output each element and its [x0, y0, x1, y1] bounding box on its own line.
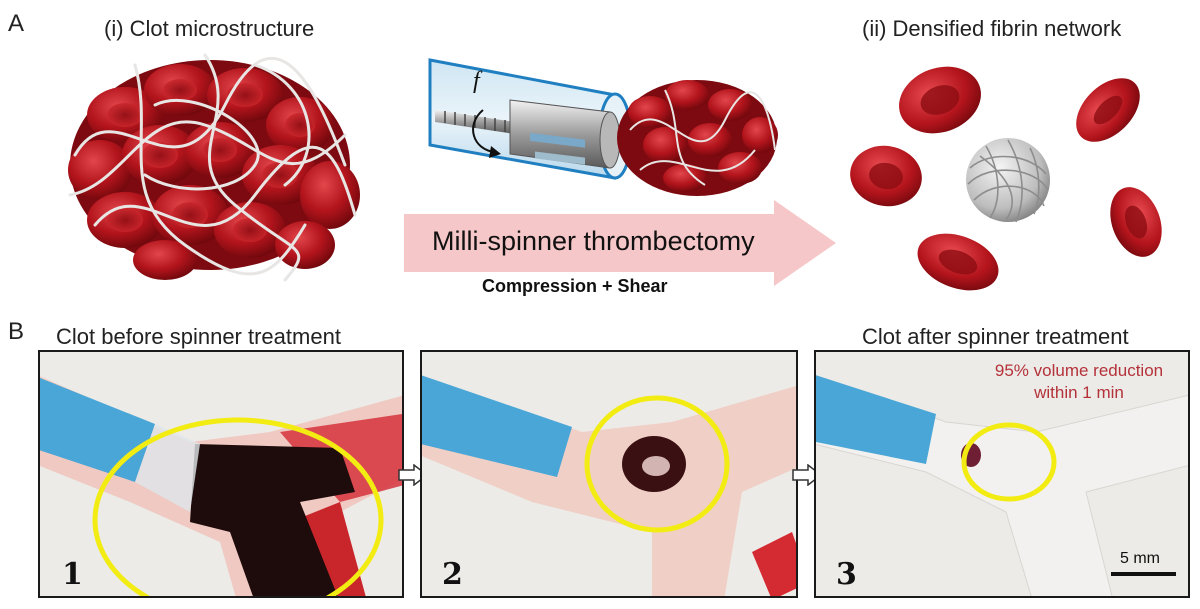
process-arrow-sublabel: Compression + Shear — [482, 276, 668, 296]
spinner-head — [509, 99, 621, 169]
scale-bar-label: 5 mm — [1120, 550, 1160, 567]
clot-fibrin-strands — [68, 53, 357, 282]
process-arrow — [404, 200, 836, 286]
photo-number-3: 3 — [836, 557, 857, 592]
photo-number-1: 1 — [62, 557, 83, 592]
clot-microstructure-title: (i) Clot microstructure — [104, 16, 315, 41]
densified-fibrin-title: (ii) Densified fibrin network — [862, 16, 1122, 41]
photo-before-treatment: 1 — [38, 350, 404, 598]
photo-during-treatment: 2 — [420, 350, 798, 598]
before-treatment-title: Clot before spinner treatment — [56, 324, 341, 349]
small-clot-cluster — [617, 80, 778, 196]
force-label: f — [473, 68, 483, 94]
highlight-circle-2 — [584, 395, 730, 533]
small-clot-fibrin — [629, 89, 776, 186]
panel-a-letter: A — [8, 10, 25, 37]
annotation-line-2: within 1 min — [1034, 383, 1124, 402]
photo-after-treatment: 95% volume reduction within 1 min 5 mm 3 — [814, 350, 1190, 598]
annotation-line-1: 95% volume reduction — [994, 361, 1164, 380]
panel-b-letter: B — [8, 318, 25, 345]
free-rbc-cells — [850, 66, 1162, 291]
highlight-circle-1 — [92, 417, 384, 596]
rotation-arrow — [472, 109, 496, 153]
volume-reduction-annotation: 95% volume reduction within 1 min — [964, 360, 1188, 404]
clot-microstructure-illustration — [68, 53, 360, 282]
densified-fibrin-illustration — [850, 66, 1162, 291]
fibrin-ball — [966, 138, 1050, 223]
photo-number-2: 2 — [442, 557, 463, 592]
after-treatment-title: Clot after spinner treatment — [862, 324, 1129, 349]
milli-spinner-catheter-illustration: f — [428, 58, 778, 196]
process-arrow-label: Milli-spinner thrombectomy — [432, 226, 755, 256]
highlight-circle-3 — [961, 422, 1057, 502]
